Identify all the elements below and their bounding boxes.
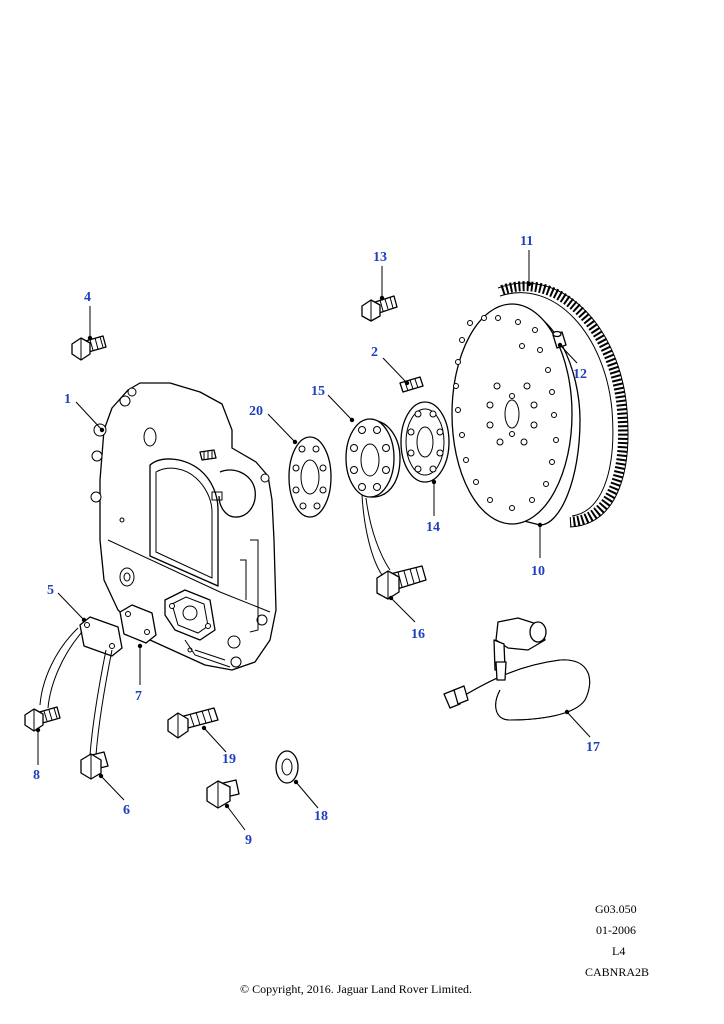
callout-2[interactable]: 2 [371,345,378,360]
callout-14[interactable]: 14 [426,520,440,535]
bolt-8 [24,706,61,732]
copyright-notice: © Copyright, 2016. Jaguar Land Rover Lim… [239,982,473,996]
reinforcing-plate [400,401,450,483]
bolt-16 [361,494,427,600]
callout-11[interactable]: 11 [520,234,533,249]
crank-sensor [443,617,591,721]
callout-15[interactable]: 15 [311,384,325,399]
callout-16[interactable]: 16 [411,627,425,642]
callout-9[interactable]: 9 [245,833,252,848]
diagram-level: L4 [612,944,626,958]
callout-5[interactable]: 5 [47,583,54,598]
callout-1[interactable]: 1 [64,392,71,407]
callout-labels: 1 2 4 5 6 7 8 9 10 11 12 13 14 15 16 17 … [33,234,600,848]
bolt-19 [167,707,219,739]
callout-8[interactable]: 8 [33,768,40,783]
leader-lines [37,250,591,831]
callout-18[interactable]: 18 [314,809,328,824]
flywheel [451,303,581,526]
bolt-4 [71,335,107,361]
callout-7[interactable]: 7 [135,689,142,704]
diagram-date: 01-2006 [596,923,636,937]
bolt-13 [361,295,398,322]
cover-plate-7 [119,604,157,644]
diagram-code: G03.050 [595,902,637,916]
washer-18 [275,750,299,784]
adapter-plate [90,382,277,671]
callout-12[interactable]: 12 [573,367,587,382]
spacer [345,418,401,498]
callout-4[interactable]: 4 [84,290,91,305]
callout-19[interactable]: 19 [222,752,236,767]
callout-10[interactable]: 10 [531,564,545,579]
plug-9 [206,779,240,809]
spacer-plate [288,436,332,518]
callout-6[interactable]: 6 [123,803,130,818]
leader-dots [35,281,570,809]
cover-plate-5 [79,616,123,657]
diagram-reference: CABNRA2B [585,965,650,979]
callout-13[interactable]: 13 [373,250,387,265]
flywheel-stud [552,330,567,349]
plug-6 [80,751,109,780]
callout-20[interactable]: 20 [249,404,263,419]
callout-17[interactable]: 17 [586,740,600,755]
ring-gear [497,281,629,528]
